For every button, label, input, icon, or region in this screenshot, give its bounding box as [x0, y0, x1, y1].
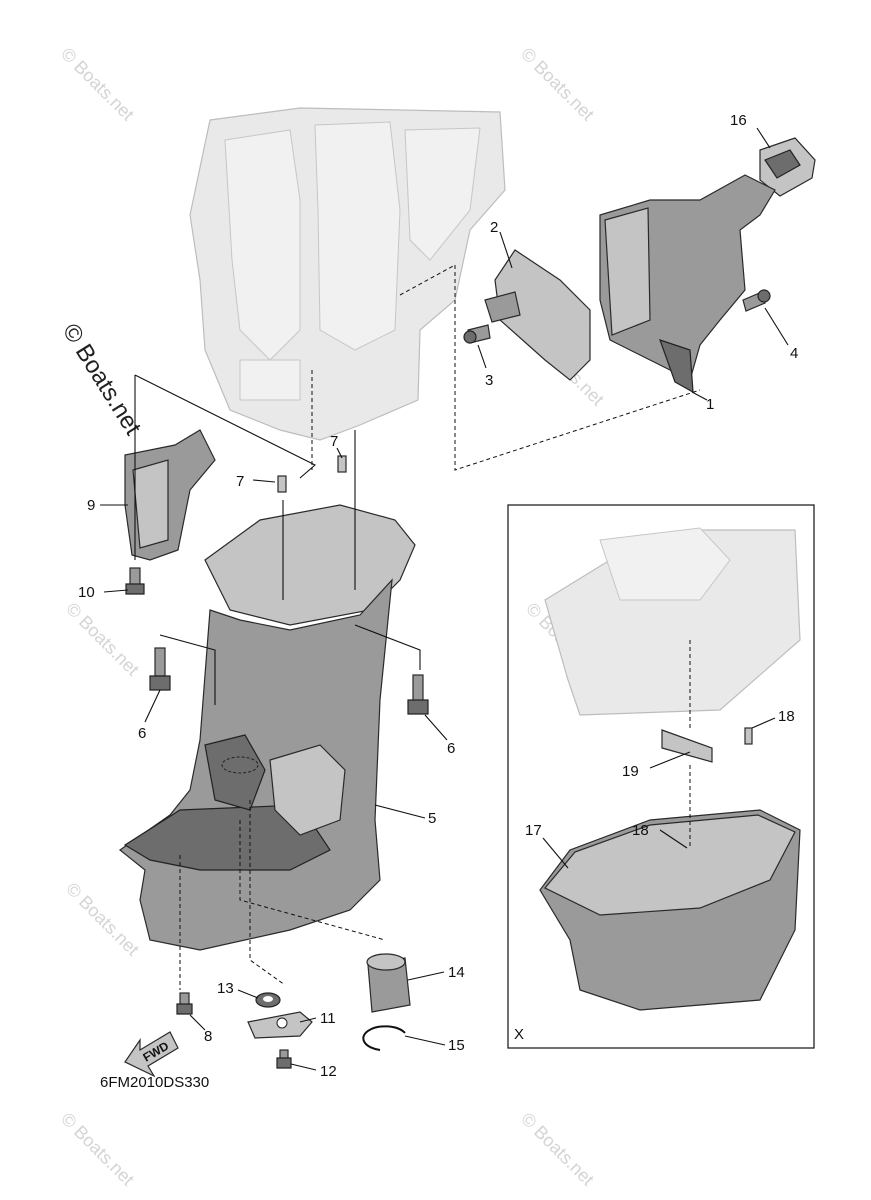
circlip-part-15 [362, 1025, 406, 1051]
callout-9: 9 [87, 497, 95, 514]
housing-part-1 [599, 174, 776, 394]
plate-part-2 [484, 249, 591, 381]
callout-19: 19 [622, 763, 639, 780]
callout-13: 13 [217, 980, 234, 997]
callout-16: 16 [730, 112, 747, 129]
alignment-lines [134, 264, 701, 990]
plate-part-11 [247, 1011, 313, 1039]
grommet-part-16 [759, 137, 816, 197]
bolt-part-4 [742, 289, 771, 312]
callout-11: 11 [320, 1010, 336, 1027]
callout-10: 10 [78, 584, 95, 601]
watermark-text: © Boats.net [57, 44, 138, 125]
watermark-text: © Boats.net [57, 319, 147, 440]
callout-14: 14 [448, 964, 465, 981]
bolt-part-8 [176, 992, 193, 1015]
dowel-pin-part-7 [277, 475, 287, 493]
bracket-part-9 [124, 429, 216, 561]
callout-17: 17 [525, 822, 542, 839]
callout-12: 12 [320, 1063, 337, 1080]
callout-numbers: 1 2 3 4 5 6 6 7 7 8 9 10 11 12 13 14 15 … [78, 112, 798, 1080]
bolt-part-6 [407, 674, 429, 715]
callout-3: 3 [485, 372, 493, 389]
washer-part-13 [255, 992, 281, 1008]
screw-part-12 [276, 1049, 292, 1069]
callout-7: 7 [236, 473, 244, 490]
callout-18: 18 [632, 822, 649, 839]
watermark-text: © Boats.net [517, 1109, 598, 1190]
diagram-code: 6FM2010DS330 [100, 1074, 209, 1091]
callout-6: 6 [138, 725, 146, 742]
watermark-text: © Boats.net [517, 44, 598, 125]
callout-5: 5 [428, 810, 436, 827]
watermark-text: © Boats.net [62, 879, 143, 960]
callout-8: 8 [204, 1028, 212, 1045]
upper-casing-part-5 [118, 504, 416, 951]
bushing-part-14 [366, 953, 411, 1013]
callout-7: 7 [330, 433, 338, 450]
inset-panel: X [507, 504, 815, 1049]
watermark-text: © Boats.net [57, 1109, 138, 1190]
bolt-part-3 [463, 324, 491, 344]
callout-18: 18 [778, 708, 795, 725]
bolt-part-10 [125, 567, 145, 595]
dowel-pin-part-7 [337, 455, 347, 473]
watermark-text: © Boats.net [62, 599, 143, 680]
callout-leaders [100, 127, 789, 1071]
callout-1: 1 [706, 396, 714, 413]
inset-label: X [514, 1026, 524, 1043]
callout-6: 6 [447, 740, 455, 757]
bolt-part-6 [149, 647, 171, 691]
engine-block-ghost [189, 107, 506, 441]
callout-2: 2 [490, 219, 498, 236]
callout-15: 15 [448, 1037, 465, 1054]
callout-4: 4 [790, 345, 798, 362]
fwd-arrow: FWD [124, 1031, 179, 1078]
